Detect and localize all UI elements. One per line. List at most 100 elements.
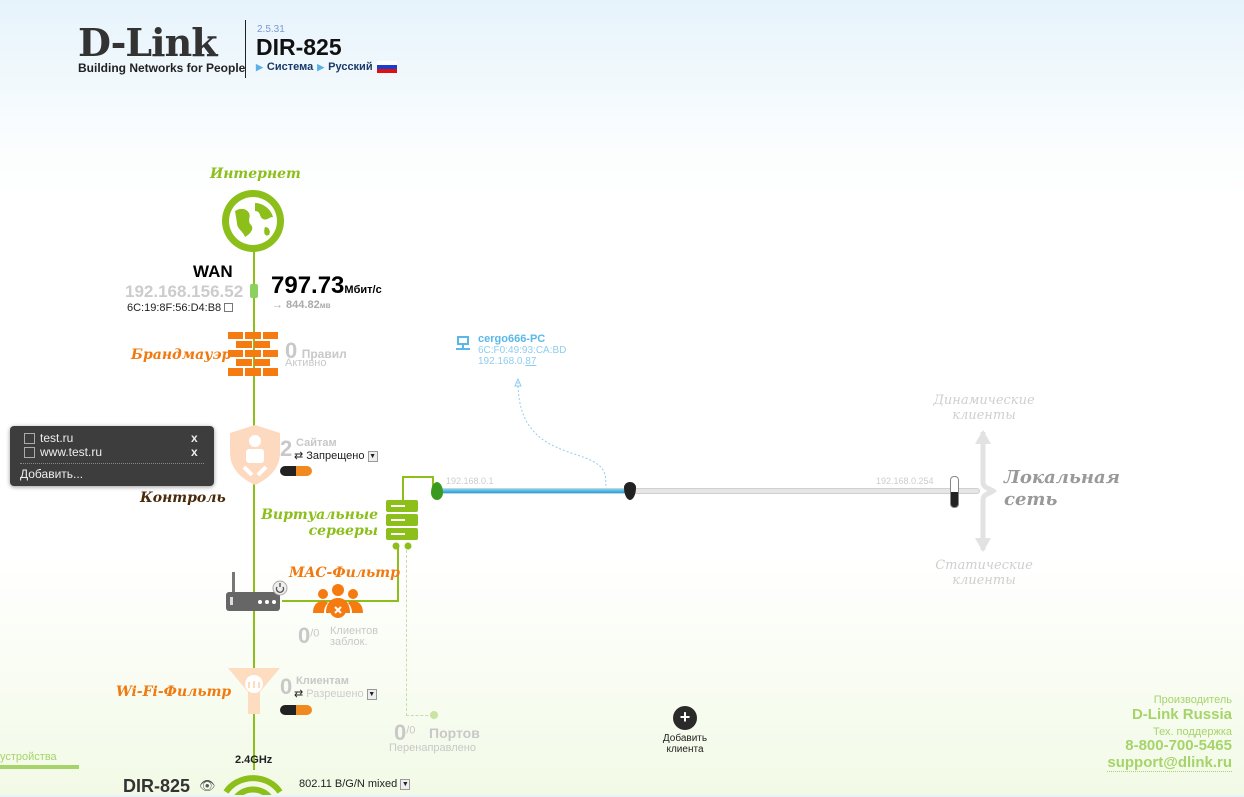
header-divider <box>245 20 246 78</box>
logo-tagline: Building Networks for People <box>78 61 246 75</box>
russian-flag-icon[interactable] <box>376 61 397 73</box>
control-count: 2 <box>280 436 293 461</box>
control-label: Контроль <box>140 490 226 506</box>
remove-site-button[interactable]: x <box>191 431 198 445</box>
nav-system[interactable]: Система <box>266 61 314 73</box>
chevron-down-icon[interactable]: ▼ <box>366 688 377 700</box>
arrow-icon: ▶ <box>256 61 263 72</box>
devices-tab[interactable]: устройства <box>0 751 57 763</box>
dashed-line <box>406 715 433 716</box>
router-icon[interactable] <box>226 572 288 619</box>
virtual-servers-label-line: Виртуальные <box>261 507 378 523</box>
lan-slider-handle[interactable] <box>950 476 959 508</box>
support-label: Тех. поддержка <box>1152 726 1232 738</box>
site-item[interactable]: www.test.ru <box>40 445 103 459</box>
wireless-device-name: DIR-825 <box>123 776 191 796</box>
eye-icon[interactable]: 👁 <box>199 778 216 793</box>
blocked-sites-popup: test.ru x www.test.ru x Добавить... <box>10 426 214 486</box>
wifi-icon[interactable] <box>222 772 284 795</box>
chevron-down-icon[interactable]: ▼ <box>367 450 378 462</box>
lan-title: сеть <box>1004 489 1058 510</box>
wifi-filter-count: 0 <box>280 674 293 699</box>
wifi-filter-icon[interactable] <box>228 668 280 719</box>
site-checkbox[interactable] <box>24 446 35 458</box>
wan-mac: 6C:19:8F:56:D4:B8 <box>127 302 222 314</box>
static-clients-label[interactable]: клиенты <box>952 573 1016 588</box>
connection-line <box>397 548 399 601</box>
control-unit: Сайтам <box>296 437 337 449</box>
add-client-label[interactable]: клиента <box>666 744 704 755</box>
vendor-name: D-Link Russia <box>1131 706 1232 723</box>
wan-ip: 192.168.156.52 <box>125 282 244 301</box>
add-client-button[interactable]: + <box>673 706 697 730</box>
wan-traffic-unit: мв <box>319 301 331 310</box>
wifi-filter-mode-select[interactable]: ⇄ Разрешено ▼ <box>294 688 377 700</box>
wan-speed-unit: Мбит/с <box>344 284 382 296</box>
brace-arrows-icon <box>975 430 998 552</box>
computer-icon <box>456 336 470 350</box>
wan-title: WAN <box>193 262 233 281</box>
parental-control-icon[interactable] <box>230 425 280 490</box>
support-email-link[interactable]: support@dlink.ru <box>1107 754 1232 772</box>
range-end-handle[interactable] <box>624 482 636 500</box>
site-item[interactable]: test.ru <box>40 431 74 445</box>
wireless-band: 2.4GHz <box>235 754 273 766</box>
dynamic-clients-label[interactable]: клиенты <box>952 408 1016 423</box>
client-name[interactable]: cergo666-PC <box>478 333 546 345</box>
remove-site-button[interactable]: x <box>191 445 198 459</box>
add-client-label[interactable]: Добавить <box>662 733 708 744</box>
divider <box>20 463 204 464</box>
control-mode: Запрещено <box>306 450 365 462</box>
mac-filter-total: /0 <box>310 627 320 640</box>
ports-status: Перенаправлено <box>389 742 476 754</box>
control-toggle[interactable] <box>280 466 312 476</box>
header-nav: ▶ Система ▶ Русский <box>256 61 397 73</box>
virtual-servers-icon[interactable] <box>386 500 418 555</box>
control-mode-select[interactable]: ⇄ Запрещено ▼ <box>294 450 378 462</box>
chevron-down-icon[interactable]: ▼ <box>400 778 411 790</box>
device-model: DIR-825 <box>256 34 342 60</box>
ports-unit: Портов <box>429 725 480 741</box>
port-dot-icon <box>430 711 438 719</box>
wifi-filter-mode: Разрешено <box>306 688 364 700</box>
range-start-handle[interactable] <box>431 482 443 500</box>
client-ip-suffix[interactable]: 87 <box>525 356 537 367</box>
static-clients-label[interactable]: Статические <box>935 558 1033 573</box>
ip-range-bar[interactable] <box>437 488 980 494</box>
dashed-line <box>406 550 407 716</box>
mac-filter-icon[interactable] <box>313 583 363 624</box>
copy-icon[interactable] <box>224 303 233 312</box>
dynamic-clients-label[interactable]: Динамические <box>933 393 1035 408</box>
client-ip-prefix: 192.168.0. <box>478 356 526 367</box>
site-checkbox[interactable] <box>24 432 35 444</box>
client-link-line <box>514 377 607 491</box>
wireless-mode: 802.11 B/G/N mixed <box>299 778 398 790</box>
wifi-filter-toggle[interactable] <box>280 705 312 715</box>
connection-line <box>253 250 255 770</box>
wan-traffic: → 844.82 <box>272 299 320 311</box>
dlink-logo: D-Link <box>78 20 218 65</box>
firewall-icon[interactable] <box>228 332 278 381</box>
mac-filter-label: MAC-Фильтр <box>289 565 400 581</box>
add-site-button[interactable]: Добавить... <box>20 467 84 481</box>
firewall-count: 0 <box>285 338 298 363</box>
arrow-icon: ▶ <box>317 61 325 72</box>
support-phone: 8-800-700-5465 <box>1125 737 1232 754</box>
ports-total: /0 <box>406 724 416 737</box>
firewall-status: Активно <box>285 357 327 369</box>
lan-end-ip: 192.168.0.254 <box>876 476 934 486</box>
nav-language[interactable]: Русский <box>328 61 373 73</box>
mac-filter-unit: Клиентов <box>330 625 379 637</box>
wifi-filter-unit: Клиентам <box>296 675 349 687</box>
firewall-unit: Правил <box>301 347 347 361</box>
globe-icon[interactable] <box>221 189 285 258</box>
connection-line <box>402 476 434 478</box>
wireless-mode-select[interactable]: 802.11 B/G/N mixed ▼ <box>299 778 411 790</box>
virtual-servers-label-line: серверы <box>308 523 378 539</box>
client-mac: 6C:F0:49:93:CA:BD <box>478 345 567 356</box>
mac-filter-count: 0 <box>298 623 311 648</box>
wifi-filter-label: Wi-Fi-Фильтр <box>116 684 232 700</box>
dhcp-range-fill <box>438 489 633 493</box>
internet-label: Интернет <box>210 166 301 182</box>
